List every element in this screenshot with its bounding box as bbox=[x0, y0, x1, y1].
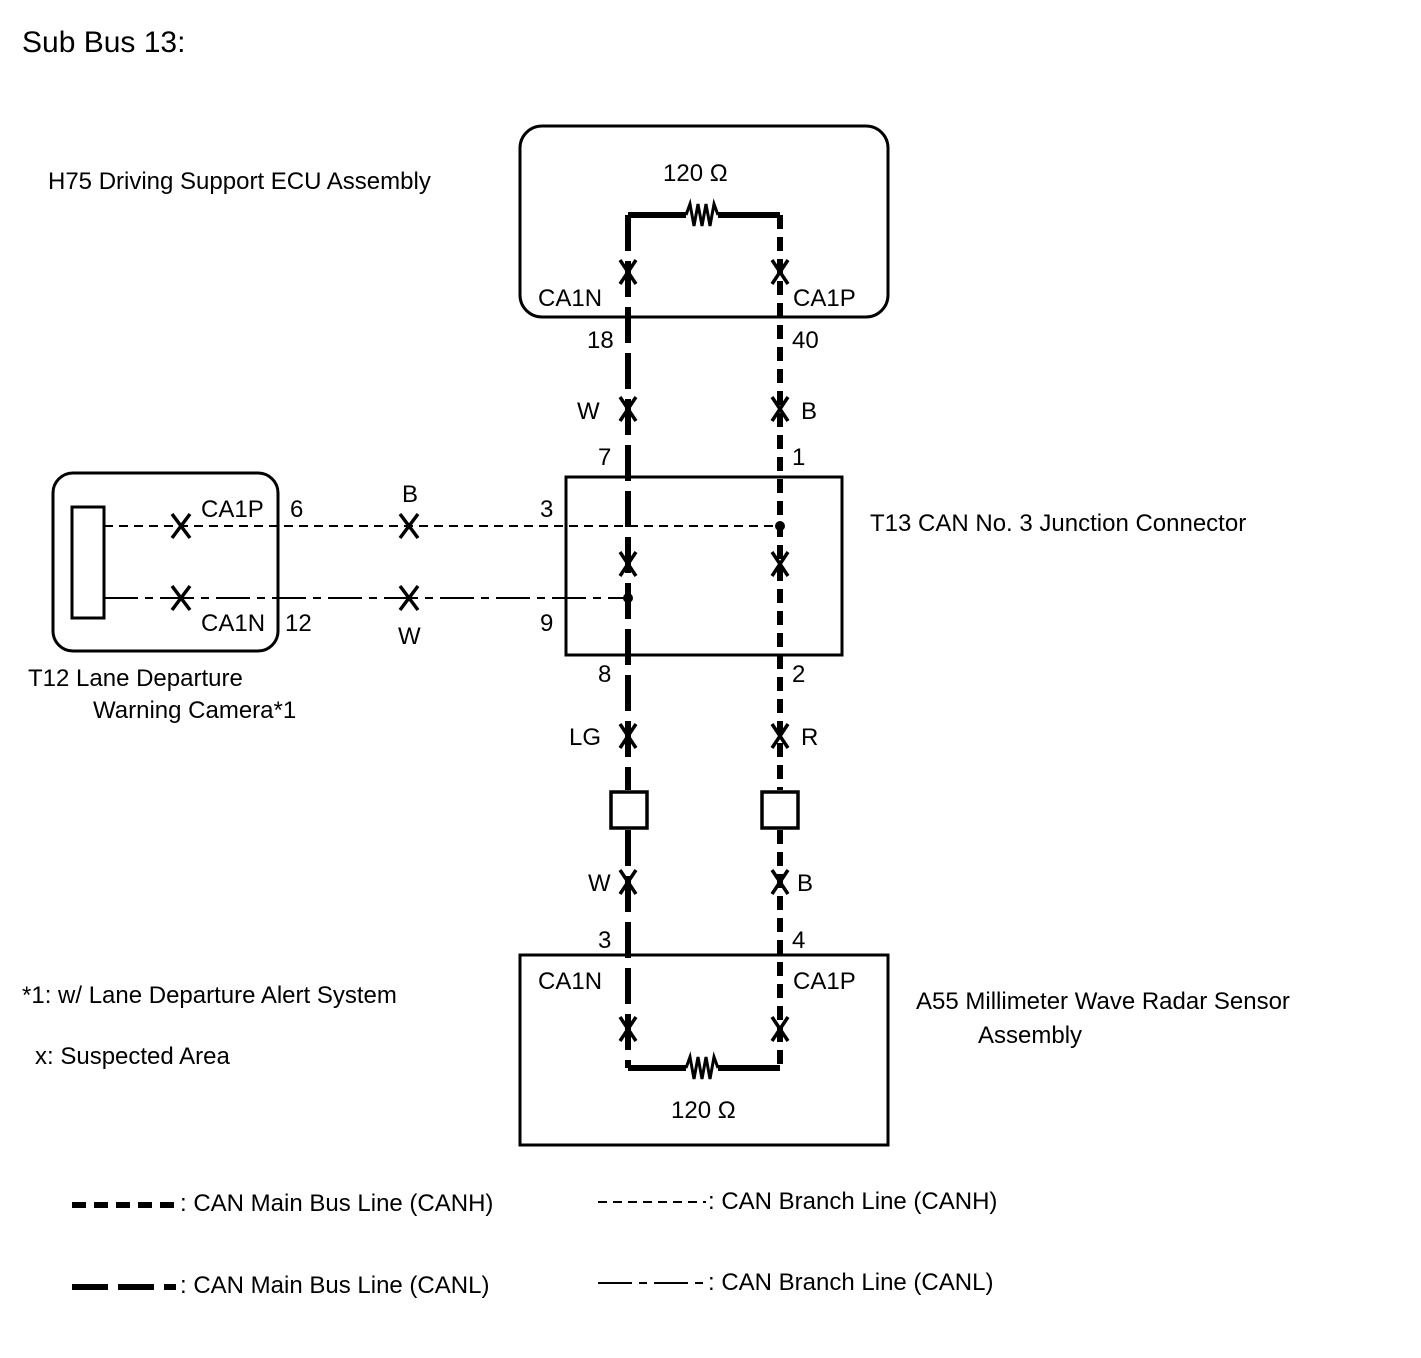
h75-pin-left: CA1N bbox=[538, 285, 602, 312]
legend-label-main-canl: : CAN Main Bus Line (CANL) bbox=[180, 1272, 489, 1299]
a55-pin-left: CA1N bbox=[538, 968, 602, 995]
wire-color-lower-right: B bbox=[797, 870, 813, 897]
footnote-text: *1: w/ Lane Departure Alert System bbox=[22, 982, 397, 1009]
x-mark bbox=[618, 723, 638, 749]
a55-label-line2: Assembly bbox=[978, 1022, 1082, 1049]
terminal-t13-branch-high: 3 bbox=[540, 496, 553, 523]
t12-pin-bottom: CA1N bbox=[201, 610, 265, 637]
t12-pin-top: CA1P bbox=[201, 496, 264, 523]
x-mark bbox=[770, 723, 790, 749]
terminal-a55-right: 4 bbox=[792, 927, 805, 954]
x-mark bbox=[618, 551, 638, 577]
x-mark bbox=[618, 396, 638, 422]
x-mark bbox=[618, 1016, 638, 1042]
x-mark bbox=[398, 584, 420, 612]
wire-color-branch-low: W bbox=[398, 623, 421, 650]
t13-junction-box bbox=[564, 475, 844, 657]
a55-resistor-symbol bbox=[684, 1051, 720, 1080]
terminal-t13-top-right: 1 bbox=[792, 444, 805, 471]
terminal-t12-low: 12 bbox=[285, 610, 312, 637]
terminal-t13-branch-low: 9 bbox=[540, 610, 553, 637]
x-mark bbox=[170, 512, 192, 540]
legend-label-main-canh: : CAN Main Bus Line (CANH) bbox=[180, 1190, 493, 1217]
x-mark bbox=[398, 512, 420, 540]
a55-radar-box bbox=[518, 953, 890, 1147]
x-mark bbox=[170, 584, 192, 612]
terminal-t12-high: 6 bbox=[290, 496, 303, 523]
legend-label-branch-canl: : CAN Branch Line (CANL) bbox=[708, 1269, 993, 1296]
x-mark bbox=[770, 1016, 790, 1042]
h75-resistor-label: 120 Ω bbox=[663, 160, 728, 187]
a55-resistor-label: 120 Ω bbox=[671, 1097, 736, 1124]
x-mark bbox=[618, 259, 638, 285]
terminal-h75-left: 18 bbox=[587, 327, 614, 354]
wire-color-branch-high: B bbox=[402, 481, 418, 508]
h75-label: H75 Driving Support ECU Assembly bbox=[48, 168, 431, 195]
x-mark bbox=[618, 869, 638, 895]
terminal-t13-bottom-right: 2 bbox=[792, 661, 805, 688]
t13-label: T13 CAN No. 3 Junction Connector bbox=[870, 510, 1246, 537]
wire-color-middle-left: LG bbox=[569, 724, 601, 751]
x-mark bbox=[770, 396, 790, 422]
intermediate-connector-canl bbox=[609, 790, 649, 830]
wire-color-upper-left: W bbox=[577, 398, 600, 425]
wire-color-lower-left: W bbox=[588, 870, 611, 897]
t12-connector-symbol bbox=[70, 505, 106, 620]
h75-pin-right: CA1P bbox=[793, 285, 856, 312]
wire-color-upper-right: B bbox=[801, 398, 817, 425]
wire-color-middle-right: R bbox=[801, 724, 818, 751]
terminal-a55-left: 3 bbox=[598, 927, 611, 954]
suspected-area-markers bbox=[170, 259, 790, 1042]
a55-pin-right: CA1P bbox=[793, 968, 856, 995]
legend-label-branch-canh: : CAN Branch Line (CANH) bbox=[708, 1188, 997, 1215]
intermediate-connector-canh bbox=[760, 790, 800, 830]
legend: : CAN Main Bus Line (CANH) : CAN Branch … bbox=[72, 1188, 997, 1299]
t12-camera-box bbox=[51, 471, 280, 653]
diagram-title: Sub Bus 13: bbox=[22, 26, 185, 59]
t12-label-line1: T12 Lane Departure bbox=[28, 665, 243, 692]
junction-dot-canh bbox=[775, 521, 785, 531]
terminal-t13-top-left: 7 bbox=[598, 444, 611, 471]
suspected-area-note: x: Suspected Area bbox=[35, 1043, 230, 1070]
x-mark bbox=[770, 259, 790, 285]
h75-resistor-symbol bbox=[684, 198, 720, 227]
a55-label-line1: A55 Millimeter Wave Radar Sensor bbox=[916, 988, 1290, 1015]
terminal-h75-right: 40 bbox=[792, 327, 819, 354]
terminal-t13-bottom-left: 8 bbox=[598, 661, 611, 688]
t12-label-line2: Warning Camera*1 bbox=[93, 697, 296, 724]
x-mark bbox=[770, 551, 790, 577]
h75-ecu-box bbox=[518, 124, 890, 319]
x-mark bbox=[770, 869, 790, 895]
junction-dot-canl bbox=[623, 593, 633, 603]
